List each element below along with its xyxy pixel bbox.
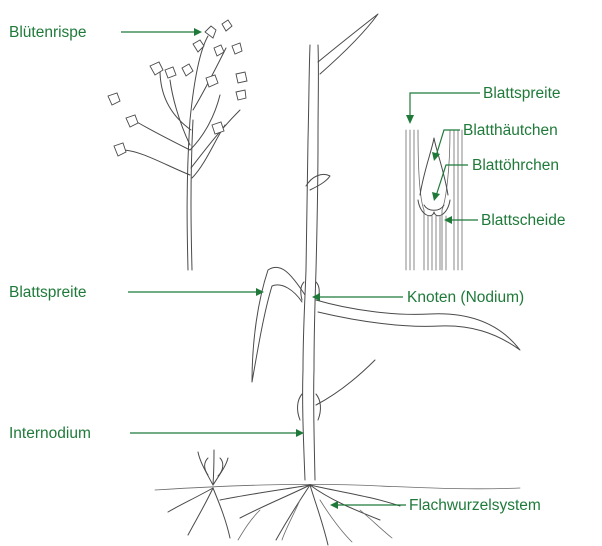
- panicle-illustration: [108, 20, 247, 270]
- label-blattspreite-detail: Blattspreite: [483, 85, 561, 102]
- label-bluetenrispe: Blütenrispe: [9, 24, 87, 41]
- label-knoten: Knoten (Nodium): [407, 289, 524, 306]
- grass-plant-illustration: [155, 14, 520, 545]
- label-blattscheide: Blattscheide: [481, 212, 565, 229]
- label-blattspreite: Blattspreite: [9, 284, 87, 301]
- leader-lines: [121, 28, 480, 509]
- label-flachwurzelsystem: Flachwurzelsystem: [409, 497, 541, 514]
- labels: Blütenrispe Blattspreite Blatthäutchen B…: [9, 24, 565, 514]
- label-blatthaeutchen: Blatthäutchen: [463, 122, 558, 139]
- label-internodium: Internodium: [9, 425, 91, 442]
- label-blattoehrchen: Blattöhrchen: [472, 157, 559, 174]
